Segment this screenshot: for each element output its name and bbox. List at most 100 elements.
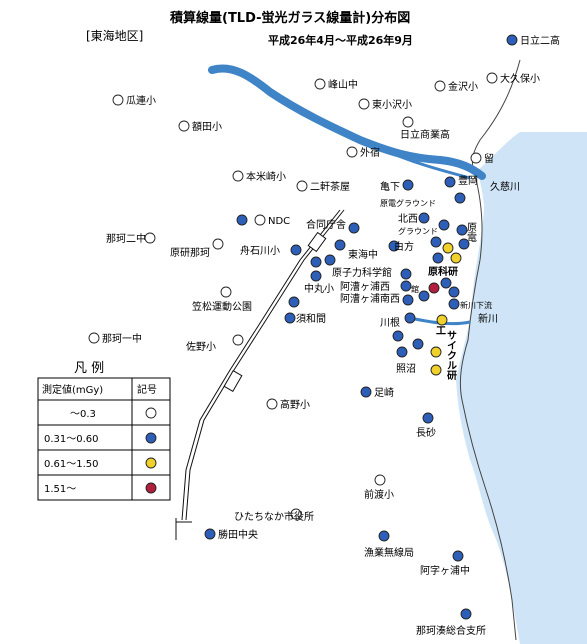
station-marker (430, 346, 442, 358)
station-marker (396, 346, 408, 358)
station-label: 峰山中 (328, 78, 358, 91)
station-label: 日立商業高 (400, 128, 450, 141)
region-label: [東海地区] (86, 28, 143, 43)
station-marker (314, 78, 326, 90)
coastline (459, 59, 521, 641)
railway-line (181, 209, 341, 521)
station-label: 東海中 (348, 248, 378, 261)
station-marker (442, 242, 454, 254)
station-marker (374, 474, 386, 486)
station-label: 外宿 (360, 146, 380, 159)
station-marker (400, 268, 412, 280)
legend-row-mid: 0.31～0.60 (44, 434, 99, 445)
station-marker (204, 528, 216, 540)
station-marker (220, 286, 232, 298)
station-marker (448, 298, 460, 310)
station-label: 新川下流 (460, 300, 492, 310)
station-marker (460, 608, 472, 620)
station-marker (440, 277, 452, 289)
measurement-period: 平成26年4月～平成26年9月 (268, 33, 413, 47)
legend-row-high: 0.61～1.50 (44, 459, 99, 470)
station-marker (444, 176, 456, 188)
station-label: 本米崎小 (246, 170, 286, 183)
station-label: 留 (484, 152, 494, 165)
station-marker (418, 290, 430, 302)
station-marker (310, 270, 322, 282)
station-label: 高野小 (280, 398, 310, 411)
shinkawa-label: 新川 (478, 312, 498, 325)
station-marker (402, 116, 414, 128)
station-marker (438, 219, 450, 231)
station-marker-hitachi-niko (506, 34, 518, 46)
station-marker (112, 94, 124, 106)
legend-symbol-vhigh (145, 482, 157, 494)
station-label: 漁業無線局 (364, 546, 414, 559)
station-label-hitachi-niko: 日立二高 (520, 34, 560, 47)
station-label: NDC (268, 216, 290, 227)
station-label: 豊岡 (458, 174, 478, 187)
station-label: 前渡小 (364, 488, 394, 501)
sea-area (456, 132, 587, 644)
station-label: 足崎 (374, 386, 394, 399)
station-marker (324, 254, 336, 266)
station-label: 勝田中央 (218, 528, 258, 541)
station-label: 長砂 (416, 426, 436, 439)
station-label: 二軒茶屋 (310, 180, 350, 193)
station-marker (296, 180, 308, 192)
station-marker (456, 224, 468, 236)
map-title: 積算線量(TLD-蛍光ガラス線量計)分布図 (169, 10, 410, 26)
station-marker (254, 214, 266, 226)
station-label: 原研那珂 (170, 247, 210, 259)
station-label: 原電グラウンド (380, 198, 436, 208)
station-label: 川根 (380, 316, 400, 329)
station-label: 笠松運動公園 (192, 300, 252, 313)
station-marker (434, 80, 446, 92)
station-label: 瓜連小 (126, 94, 156, 107)
station-label: 亀下 (380, 180, 400, 193)
station-marker (418, 212, 430, 224)
station-label: 那珂二中 (106, 232, 146, 245)
station-marker (346, 146, 358, 158)
station-marker (358, 98, 370, 110)
station-marker (450, 252, 462, 264)
station-label: 阿漕ヶ浦南西 (340, 292, 400, 305)
station-label: 東小沢小 (372, 98, 412, 111)
station-marker (412, 338, 424, 350)
station-marker (334, 239, 346, 251)
station-marker (178, 120, 190, 132)
legend-col-value: 測定値(mGy) (42, 383, 103, 396)
station-marker (454, 192, 466, 204)
station-marker (288, 296, 300, 308)
facility-ko: 工 (436, 326, 446, 337)
station-marker (432, 252, 444, 264)
station-marker (388, 240, 400, 252)
station-label: 原子力科学館 (332, 266, 392, 279)
station-box (223, 370, 243, 392)
station-marker (212, 238, 224, 250)
station-marker (402, 294, 414, 306)
station-marker (144, 232, 156, 244)
legend-title: 凡 例 (74, 361, 104, 376)
station-marker (348, 222, 360, 234)
facility-genka: 原科研 (428, 265, 458, 278)
station-label: 額田小 (192, 120, 222, 133)
station-marker (430, 236, 442, 248)
station-label: 白方 (394, 240, 414, 253)
station-label: 大久保小 (500, 72, 540, 85)
station-marker (378, 530, 390, 542)
station-marker (458, 238, 470, 250)
legend-symbol-mid (145, 432, 157, 444)
station-marker (266, 398, 278, 410)
station-label: 那珂湊総合支所 (416, 624, 486, 637)
legend-row-vhigh: 1.51～ (44, 484, 76, 495)
station-label: 中丸小 (304, 282, 334, 295)
station-label: ひたちなか市役所 (234, 510, 314, 523)
railway-line-2 (185, 209, 345, 521)
station-marker (232, 334, 244, 346)
station-layer: 日立二高 瓜連小 額田小 峰山中 東小沢小 金沢小 大久保小 日立商業高 外宿 … (88, 34, 560, 637)
station-marker (470, 152, 482, 164)
station-label: 阿字ヶ浦中 (420, 564, 470, 577)
legend-row-low: ～0.3 (70, 409, 96, 420)
station-marker (404, 312, 416, 324)
